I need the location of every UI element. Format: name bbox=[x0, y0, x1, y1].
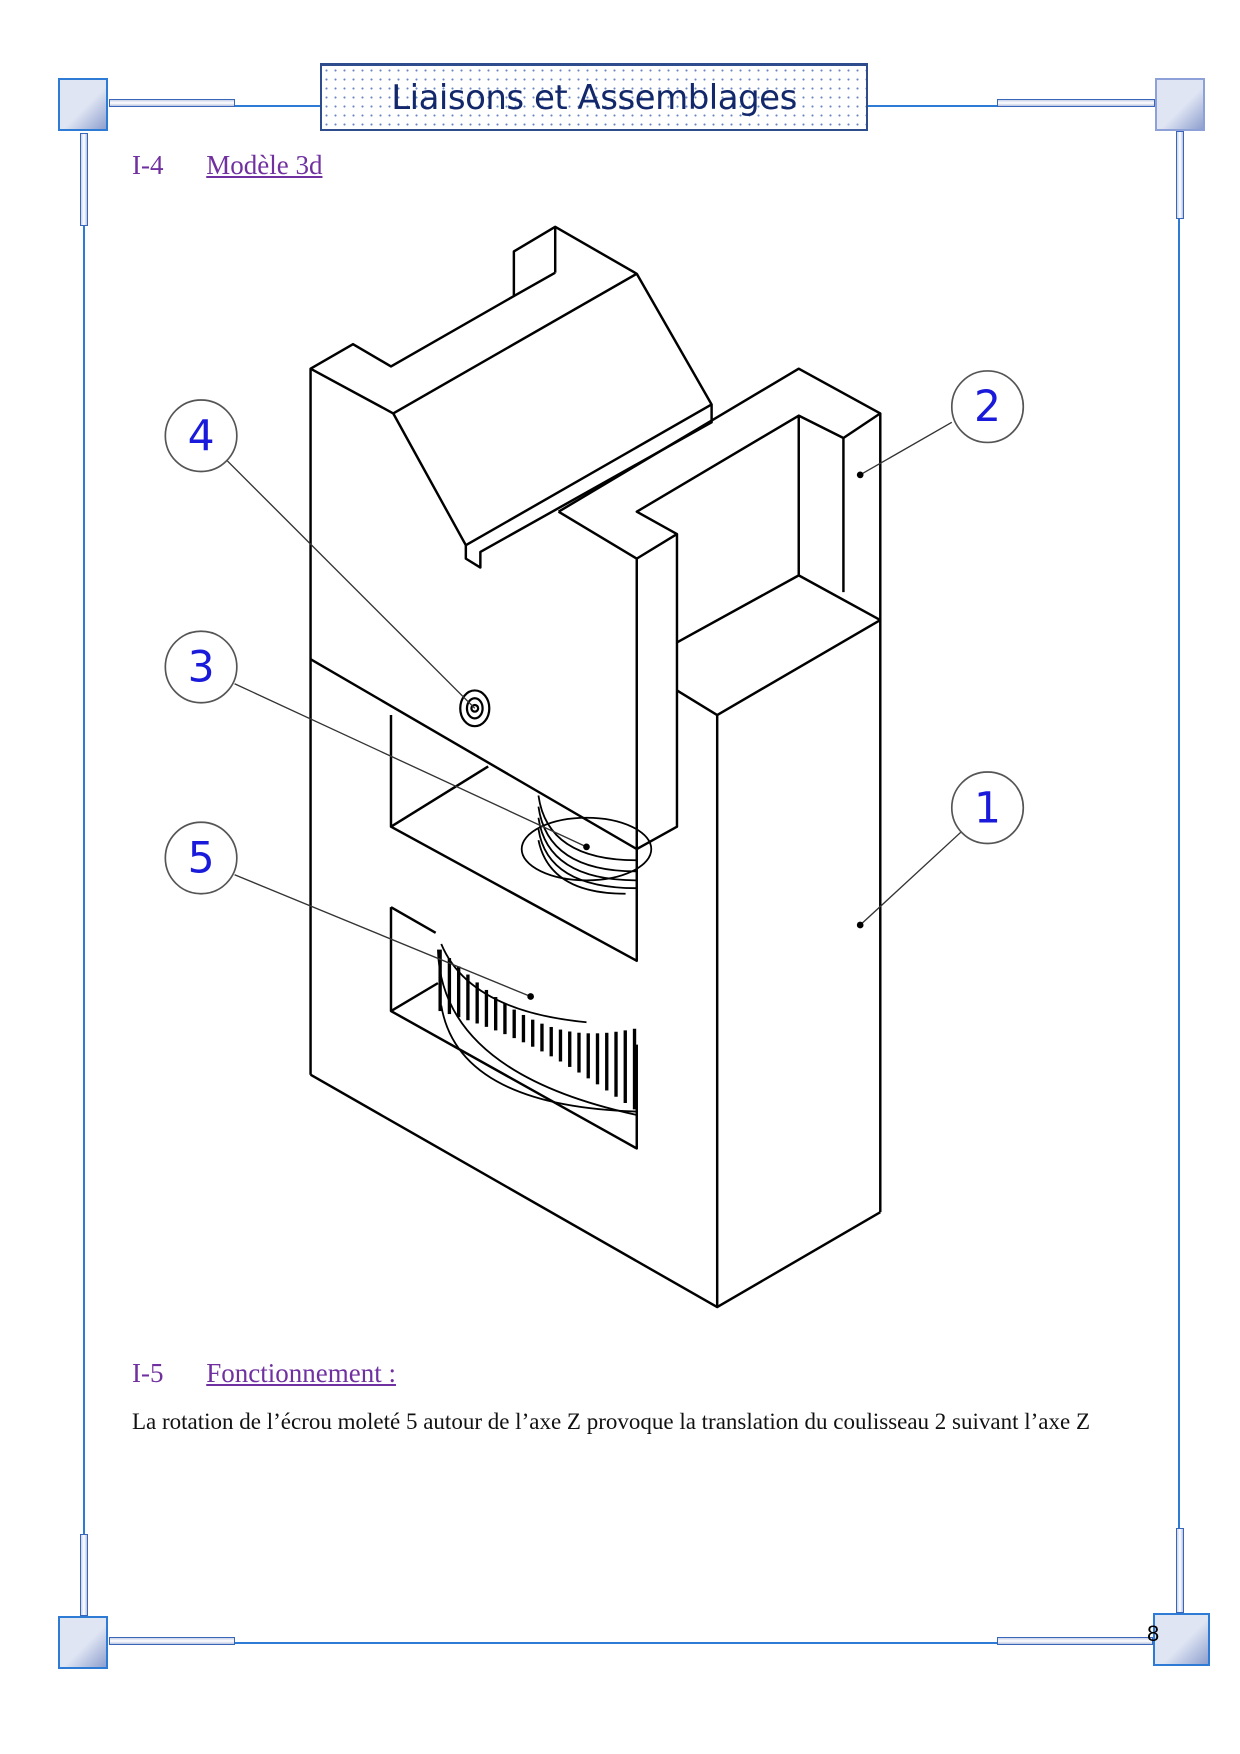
section-number: I-4 bbox=[132, 150, 164, 180]
frame-corner bbox=[58, 78, 108, 131]
screw-head-part-4 bbox=[459, 689, 491, 728]
frame-corner bbox=[1153, 1613, 1210, 1666]
balloon-label: 4 bbox=[188, 412, 215, 461]
frame-right-line bbox=[1178, 131, 1180, 1615]
balloon-label: 3 bbox=[188, 644, 215, 693]
balloon-label: 5 bbox=[188, 835, 215, 884]
screw-part-3 bbox=[520, 795, 653, 895]
function-description: La rotation de l’écrou moleté 5 autour d… bbox=[132, 1409, 1091, 1434]
section-heading-model: I-4 Modèle 3d bbox=[132, 150, 322, 181]
balloon-1: 1 bbox=[950, 771, 1025, 845]
balloon-4: 4 bbox=[164, 399, 238, 473]
frame-bar bbox=[80, 1534, 88, 1616]
balloon-3: 3 bbox=[164, 630, 238, 704]
frame-corner bbox=[1155, 78, 1205, 131]
frame-bar bbox=[80, 133, 88, 226]
balloon-label: 1 bbox=[974, 784, 1001, 833]
frame-bar bbox=[997, 99, 1155, 107]
frame-bar bbox=[109, 1637, 235, 1645]
balloon-label: 2 bbox=[974, 383, 1001, 432]
frame-corner bbox=[58, 1616, 108, 1669]
header-title-box: Liaisons et Assemblages bbox=[320, 63, 868, 131]
section-number: I-5 bbox=[132, 1358, 164, 1388]
knurl-teeth bbox=[438, 949, 637, 1110]
frame-bar bbox=[1176, 131, 1184, 219]
leader-lines bbox=[226, 421, 962, 998]
page-number: 8 bbox=[1147, 1621, 1160, 1646]
frame-bottom-line bbox=[109, 1642, 1153, 1644]
balloon-5: 5 bbox=[164, 821, 238, 895]
header-title: Liaisons et Assemblages bbox=[391, 77, 797, 118]
frame-bar bbox=[1176, 1528, 1184, 1613]
frame-bar bbox=[109, 99, 235, 107]
frame-left-line bbox=[83, 133, 85, 1618]
leader-dots bbox=[527, 471, 864, 1000]
part-balloons: 4 3 5 2 1 bbox=[164, 370, 1025, 895]
section-heading-function: I-5 Fonctionnement : bbox=[132, 1358, 396, 1389]
model-body bbox=[309, 225, 882, 1309]
balloon-2: 2 bbox=[950, 370, 1025, 444]
section-title-link[interactable]: Modèle 3d bbox=[206, 150, 323, 180]
frame-bar bbox=[997, 1637, 1153, 1645]
section-title-link[interactable]: Fonctionnement : bbox=[206, 1358, 396, 1388]
